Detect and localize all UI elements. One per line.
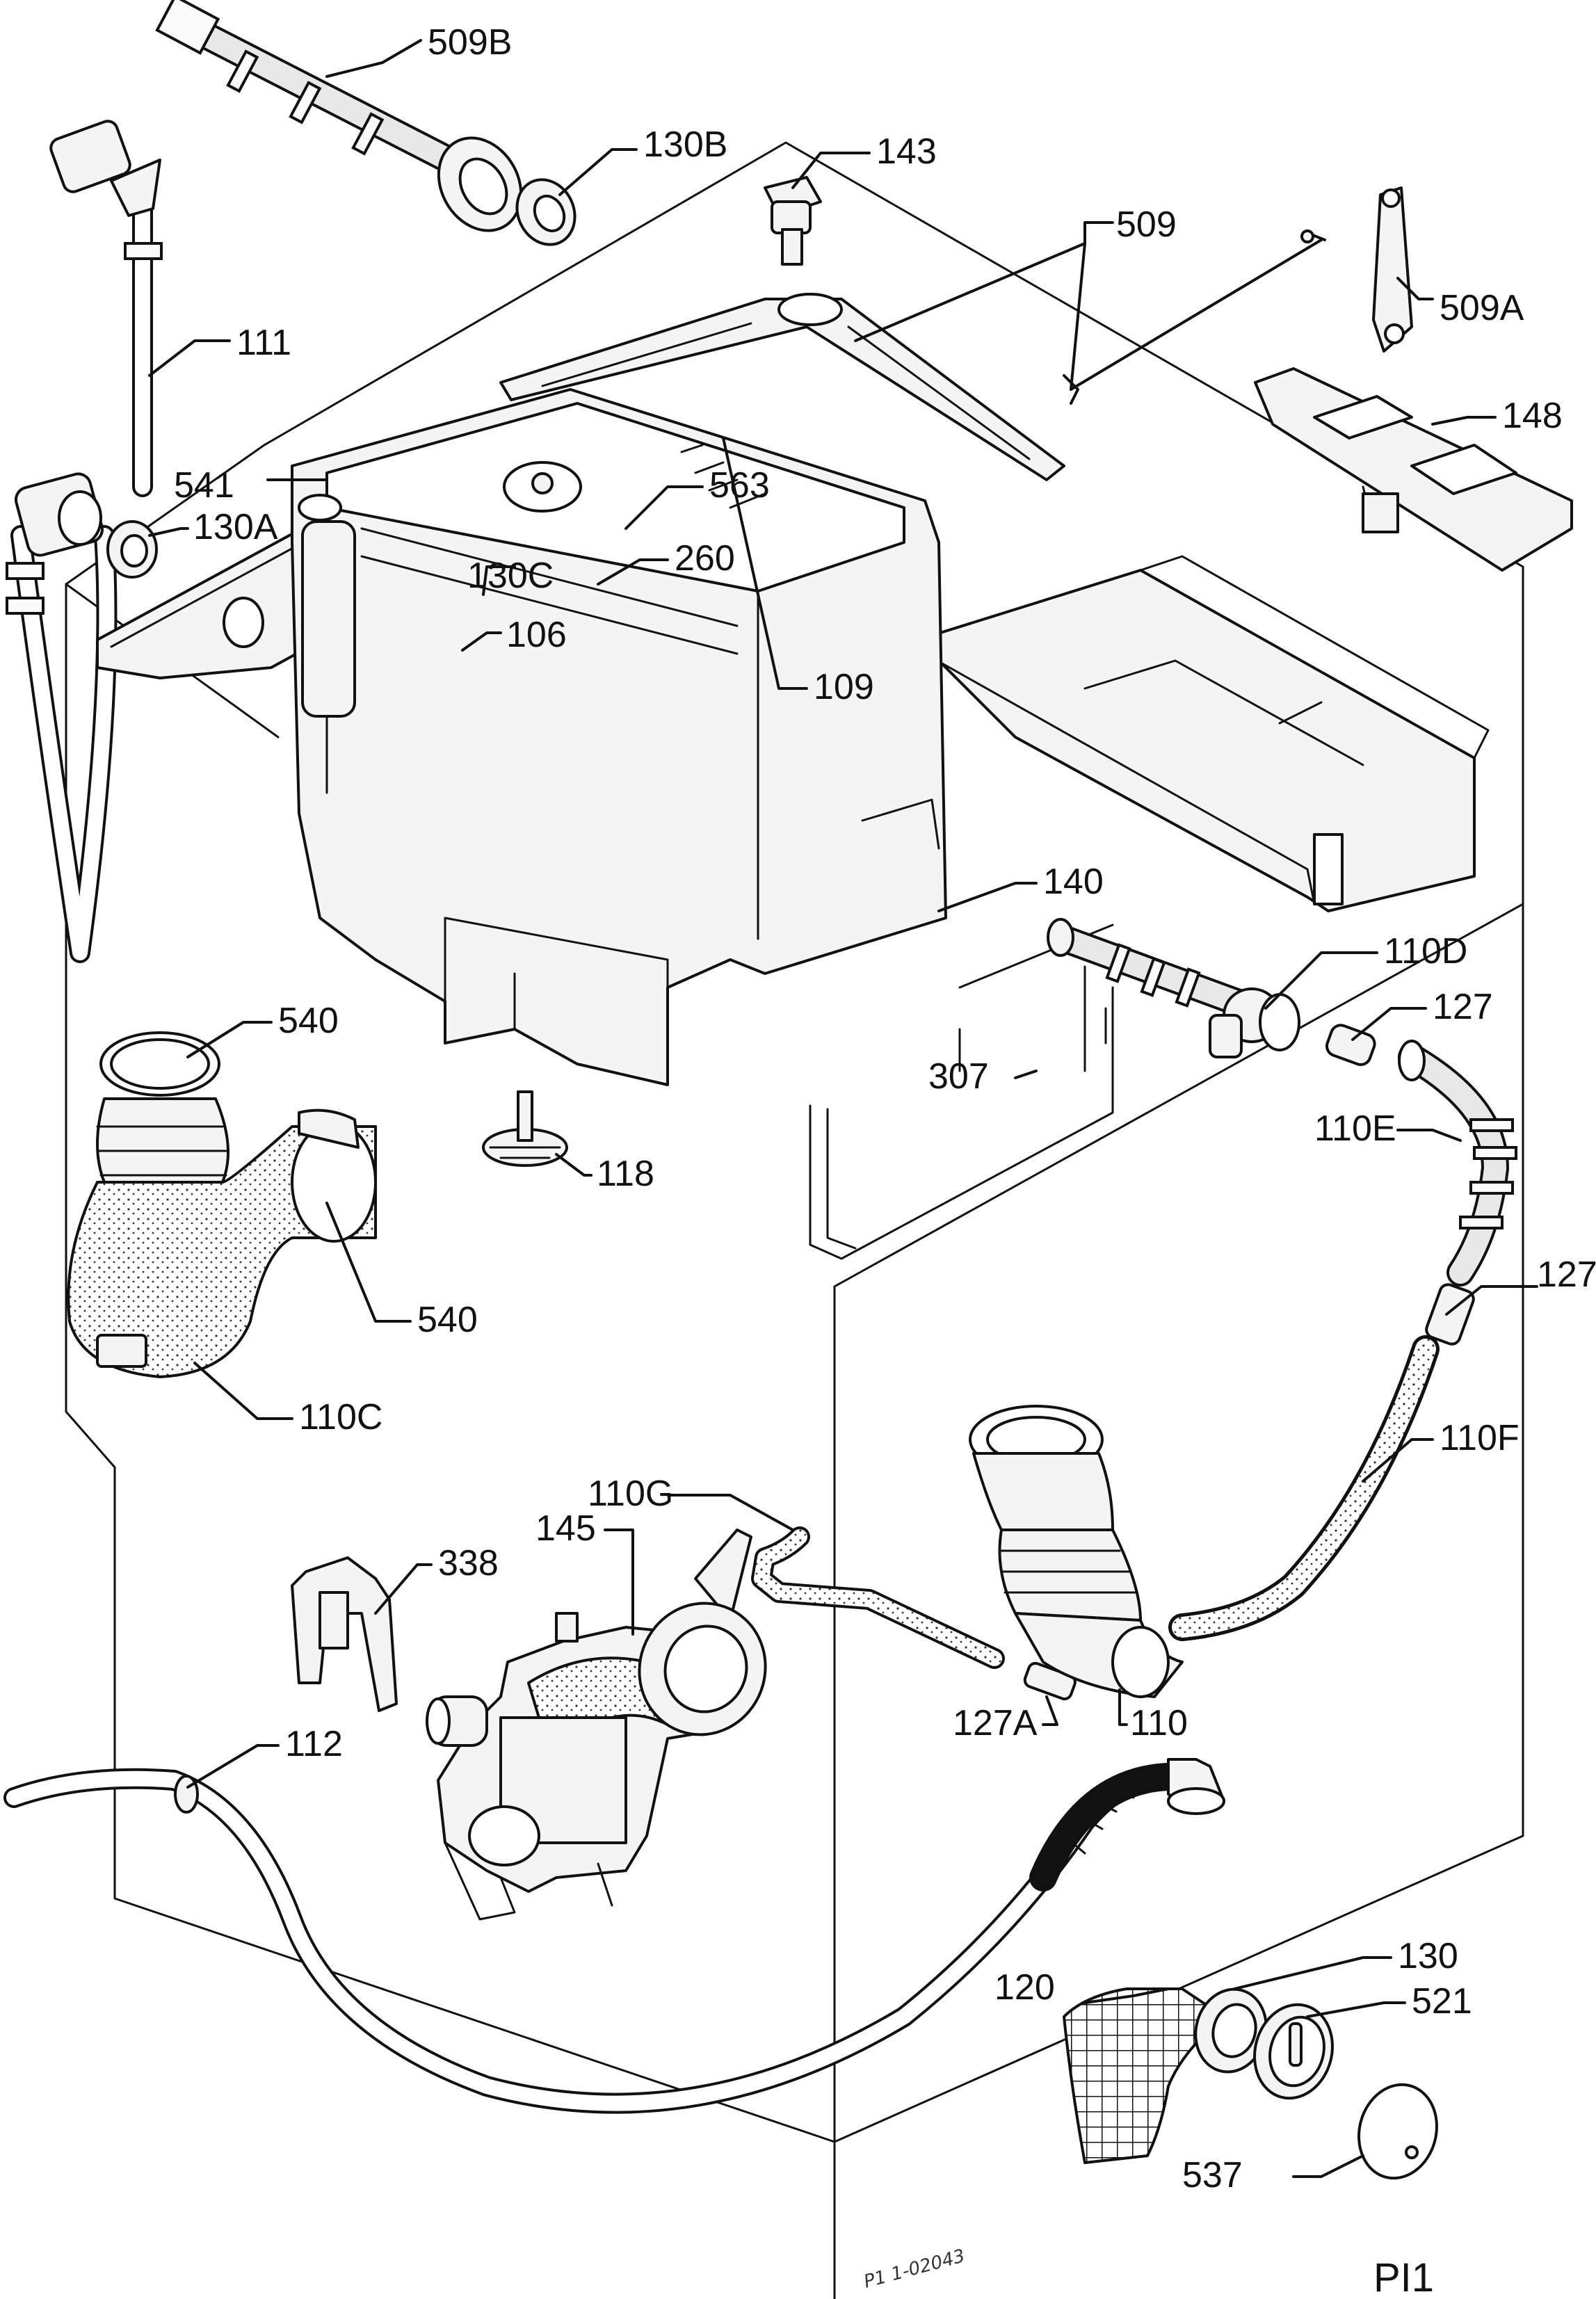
label-127-lower: 127	[1537, 1255, 1596, 1295]
label-110g: 110G	[588, 1474, 673, 1514]
label-509b: 509B	[428, 22, 512, 63]
page-id: PI1	[1373, 2255, 1434, 2299]
label-110d: 110D	[1384, 931, 1467, 971]
part-labels: 509B 130B 143 509 509A 111 541 130A 563 …	[174, 22, 1596, 2299]
label-111: 111	[236, 323, 291, 363]
pump-145	[426, 1528, 767, 1921]
filter-118	[482, 1090, 568, 1167]
label-260: 260	[675, 538, 735, 579]
label-130a: 130A	[193, 507, 278, 547]
label-127a: 127A	[953, 1703, 1038, 1743]
label-140: 140	[1043, 862, 1104, 902]
label-110c: 110C	[299, 1397, 382, 1437]
leader-lines	[148, 39, 1538, 2178]
label-118: 118	[597, 1154, 654, 1194]
label-110e: 110E	[1314, 1108, 1396, 1149]
label-127-upper: 127	[1433, 987, 1493, 1027]
label-148: 148	[1502, 396, 1563, 436]
label-540-top: 540	[278, 1001, 339, 1041]
label-110f: 110F	[1440, 1418, 1520, 1458]
label-106: 106	[506, 615, 567, 655]
connector-127-upper	[1325, 1024, 1376, 1066]
label-540-bottom: 540	[417, 1300, 478, 1340]
lever-509	[499, 229, 1326, 481]
label-541: 541	[174, 465, 234, 506]
label-563: 563	[709, 465, 770, 506]
label-509: 509	[1116, 204, 1177, 245]
hose-110e	[1398, 1040, 1517, 1286]
dispenser-housing-109-140	[291, 388, 947, 1086]
washer-130a	[106, 520, 158, 579]
hose-110g	[751, 1526, 1005, 1669]
label-109: 109	[814, 667, 874, 707]
lever-509a	[1372, 186, 1413, 353]
drawing-code: P1 1-02043	[862, 2245, 967, 2293]
label-307: 307	[928, 1056, 989, 1097]
bellows-110	[969, 1405, 1184, 1698]
label-120: 120	[994, 1967, 1055, 2008]
label-130b: 130B	[643, 124, 727, 165]
housing-148	[1254, 367, 1573, 572]
hose-110f	[1168, 1335, 1440, 1641]
label-145: 145	[535, 1508, 596, 1549]
label-537: 537	[1182, 2155, 1243, 2195]
label-130c: 130C	[467, 556, 554, 596]
connector-127-lower	[1425, 1283, 1475, 1346]
label-521: 521	[1412, 1981, 1472, 2022]
label-130: 130	[1398, 1936, 1458, 1976]
label-143: 143	[876, 131, 937, 172]
clip-338	[291, 1556, 398, 1712]
seal-130	[1194, 1987, 1268, 2074]
label-112: 112	[285, 1724, 343, 1764]
drawer-307	[917, 555, 1490, 912]
sump-hose-110c	[67, 1031, 377, 1378]
cover-537	[1357, 2083, 1438, 2180]
inlet-hose-509b	[155, 0, 523, 232]
knob-143	[764, 176, 822, 266]
label-110: 110	[1130, 1703, 1188, 1743]
filter-hose-120	[1063, 1987, 1225, 2164]
label-338: 338	[438, 1543, 499, 1583]
hose-110d	[1047, 918, 1300, 1058]
cap-521	[1253, 2003, 1334, 2100]
label-509a: 509A	[1440, 288, 1524, 328]
